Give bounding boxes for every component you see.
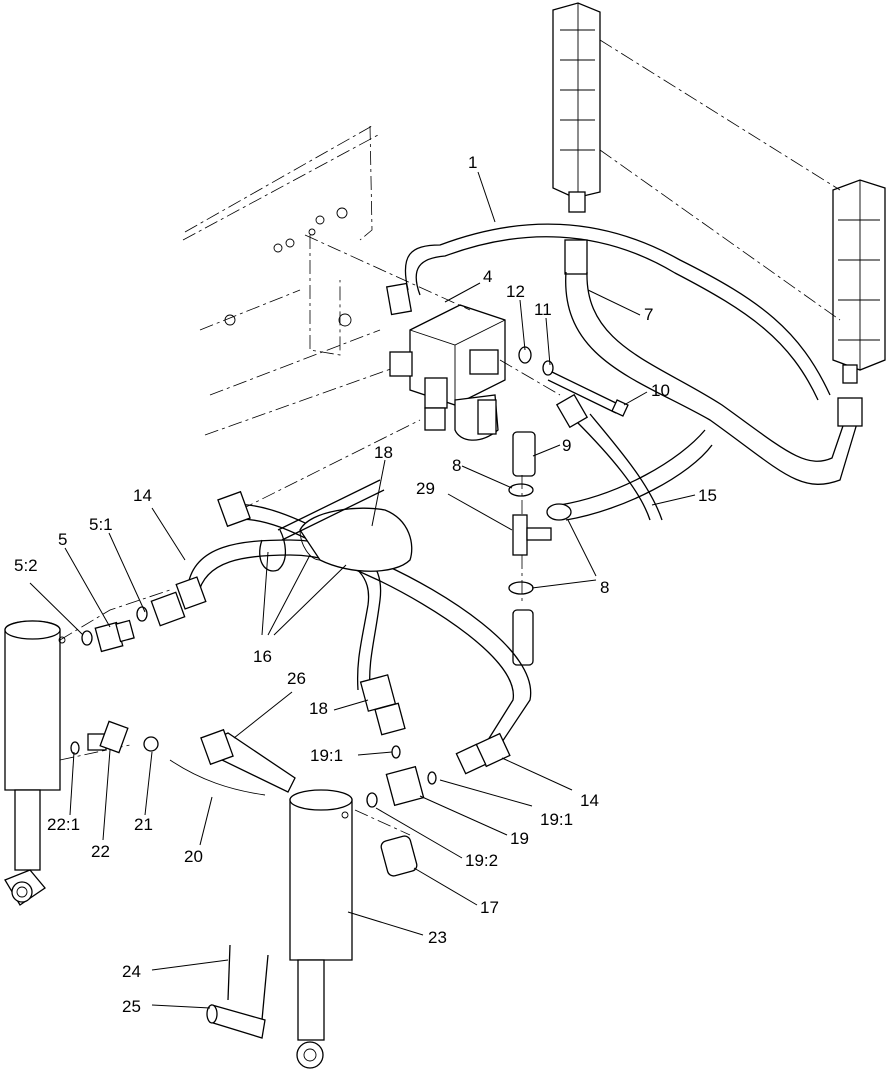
callout-19-2: 19:2 <box>465 851 498 870</box>
callout-8-lower: 8 <box>600 578 609 597</box>
callout-20: 20 <box>184 847 203 866</box>
callout-8-upper: 8 <box>452 456 461 475</box>
cylinder-left <box>4 620 66 906</box>
callout-25: 25 <box>122 997 141 1016</box>
callout-19: 19 <box>510 829 529 848</box>
fitting-5 <box>81 591 186 653</box>
frame-outline <box>182 125 431 436</box>
callout-18-lower: 18 <box>309 699 328 718</box>
callout-29: 29 <box>416 479 435 498</box>
callout-15: 15 <box>698 486 717 505</box>
callout-16: 16 <box>253 647 272 666</box>
fitting-22 <box>70 720 266 796</box>
hose-7 <box>564 239 863 485</box>
callout-11: 11 <box>534 300 552 319</box>
pin-25 <box>206 944 269 1039</box>
callout-18-upper: 18 <box>374 443 393 462</box>
callout-12: 12 <box>506 282 525 301</box>
sleeve-16 <box>259 479 413 572</box>
callout-7: 7 <box>644 305 653 324</box>
leader-lines <box>29 171 696 1009</box>
callout-1: 1 <box>468 153 477 172</box>
oil-cooler <box>552 2 886 384</box>
hose-15 <box>559 413 713 521</box>
cylinder-23 <box>289 789 353 1069</box>
valve-block-4 <box>389 304 506 441</box>
callout-19-1-left: 19:1 <box>310 746 343 765</box>
callout-24: 24 <box>122 962 141 981</box>
callout-14-upper: 14 <box>133 486 152 505</box>
callout-5-1: 5:1 <box>89 515 113 534</box>
callout-23: 23 <box>428 928 447 947</box>
hose-1 <box>385 223 831 401</box>
callout-21: 21 <box>134 815 153 834</box>
callout-labels: 1 4 7 12 11 10 9 8 29 15 8 18 14 5:1 5 5… <box>14 153 717 1016</box>
callout-26: 26 <box>287 669 306 688</box>
callout-22-1: 22:1 <box>47 815 80 834</box>
callout-14-lower: 14 <box>580 791 599 810</box>
callout-9: 9 <box>562 436 571 455</box>
callout-5-2: 5:2 <box>14 556 38 575</box>
hose-9-tee-29 <box>508 431 572 666</box>
pin-26 <box>200 728 296 793</box>
callout-4: 4 <box>483 267 492 286</box>
tee-19 <box>366 745 437 877</box>
callout-22: 22 <box>91 842 110 861</box>
callout-5: 5 <box>58 530 67 549</box>
callout-10: 10 <box>651 381 670 400</box>
callout-17: 17 <box>480 898 499 917</box>
fitting-15 <box>555 393 589 429</box>
callout-19-1-right: 19:1 <box>540 810 573 829</box>
